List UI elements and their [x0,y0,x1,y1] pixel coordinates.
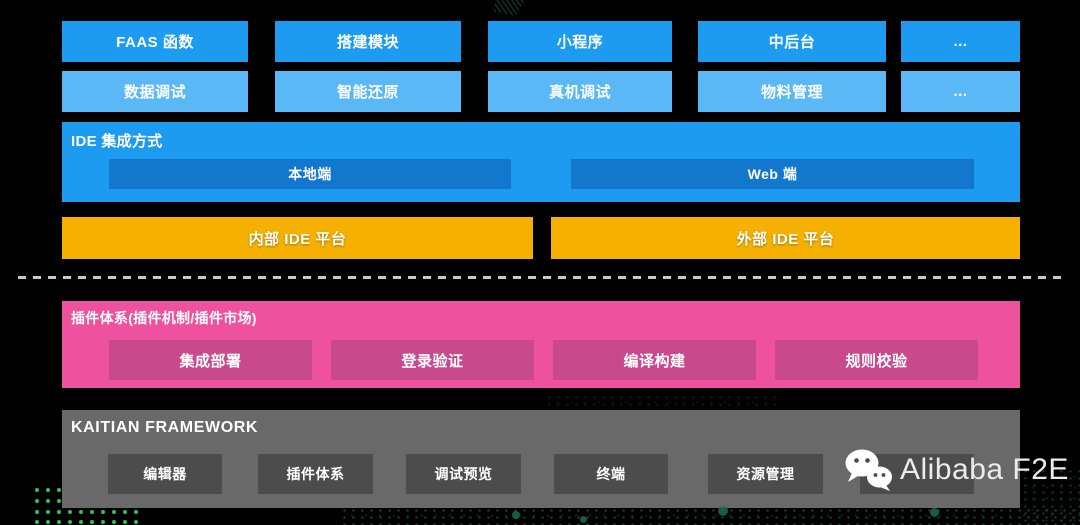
capability-box-device-debug: 真机调试 [488,71,672,112]
plugin-box-compile: 编译构建 [553,340,756,380]
texture-blob [930,508,939,517]
framework-box-terminal: 终端 [554,454,668,494]
wechat-icon [845,449,892,491]
ide-integration-title: IDE 集成方式 [71,133,163,150]
scenario-box-midend: 中后台 [698,21,886,62]
right-texture [1021,468,1080,525]
plugin-system-panel: 插件体系(插件机制/插件市场) 集成部署 登录验证 编译构建 规则校验 [62,301,1020,388]
green-dot-grid [35,488,138,524]
texture-blob [512,511,520,519]
framework-box-resources: 资源管理 [708,454,823,494]
scenario-box-more: ... [901,21,1020,62]
mid-texture [545,394,780,409]
kaitian-framework-title: KAITIAN FRAMEWORK [71,419,259,436]
texture-blob [718,506,728,516]
dashed-divider [18,276,1062,279]
texture-blob [580,516,587,523]
capability-box-smart-restore: 智能还原 [275,71,461,112]
capability-box-material: 物料管理 [698,71,886,112]
plugin-box-lint: 规则校验 [775,340,978,380]
plugin-box-login: 登录验证 [331,340,534,380]
scenario-box-faas: FAAS 函数 [62,21,248,62]
framework-box-editor: 编辑器 [108,454,222,494]
ide-web-box: Web 端 [571,159,974,189]
internal-ide-platform-box: 内部 IDE 平台 [62,217,533,259]
framework-box-plugins: 插件体系 [258,454,373,494]
capability-box-more: ... [901,71,1020,112]
ide-integration-panel: IDE 集成方式 本地端 Web 端 [62,122,1020,202]
scenario-box-miniprogram: 小程序 [488,21,672,62]
plugin-box-deploy: 集成部署 [109,340,312,380]
decorative-green-glyph [493,0,525,16]
bottom-texture [340,507,1080,525]
watermark: Alibaba F2E [843,449,1069,491]
capability-box-data-debug: 数据调试 [62,71,248,112]
scenario-box-builder: 搭建模块 [275,21,461,62]
plugin-system-title: 插件体系(插件机制/插件市场) [71,310,257,326]
external-ide-platform-box: 外部 IDE 平台 [551,217,1020,259]
ide-local-box: 本地端 [109,159,511,189]
framework-box-debug: 调试预览 [406,454,521,494]
watermark-label: Alibaba F2E [900,453,1069,486]
